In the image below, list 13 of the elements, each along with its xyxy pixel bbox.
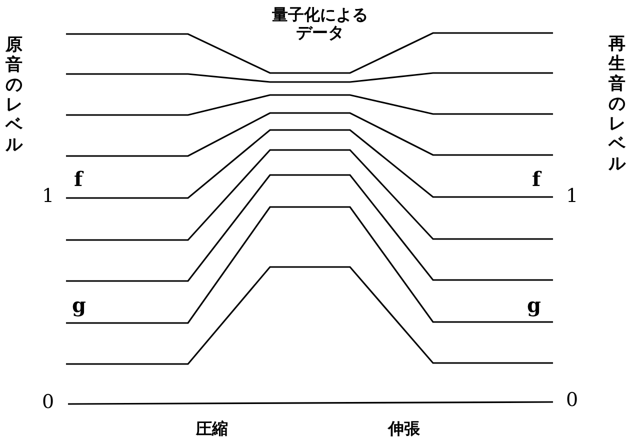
tick-label: 1 [566, 186, 578, 208]
axis-title: 原音のレベル [5, 35, 23, 155]
level-letter: g [72, 294, 86, 317]
tick-label: 0 [566, 390, 578, 412]
data-label: 量子化によるデータ [271, 6, 369, 43]
tick-label: 1 [42, 186, 54, 208]
section-label: 圧縮 [196, 420, 228, 438]
axis-title: 再生音のレベル [608, 34, 626, 174]
level-letter: f [532, 168, 541, 191]
level-letter: g [527, 294, 541, 317]
level-letter: f [74, 168, 83, 191]
tick-label: 0 [42, 392, 54, 414]
section-label: 伸張 [388, 420, 420, 438]
